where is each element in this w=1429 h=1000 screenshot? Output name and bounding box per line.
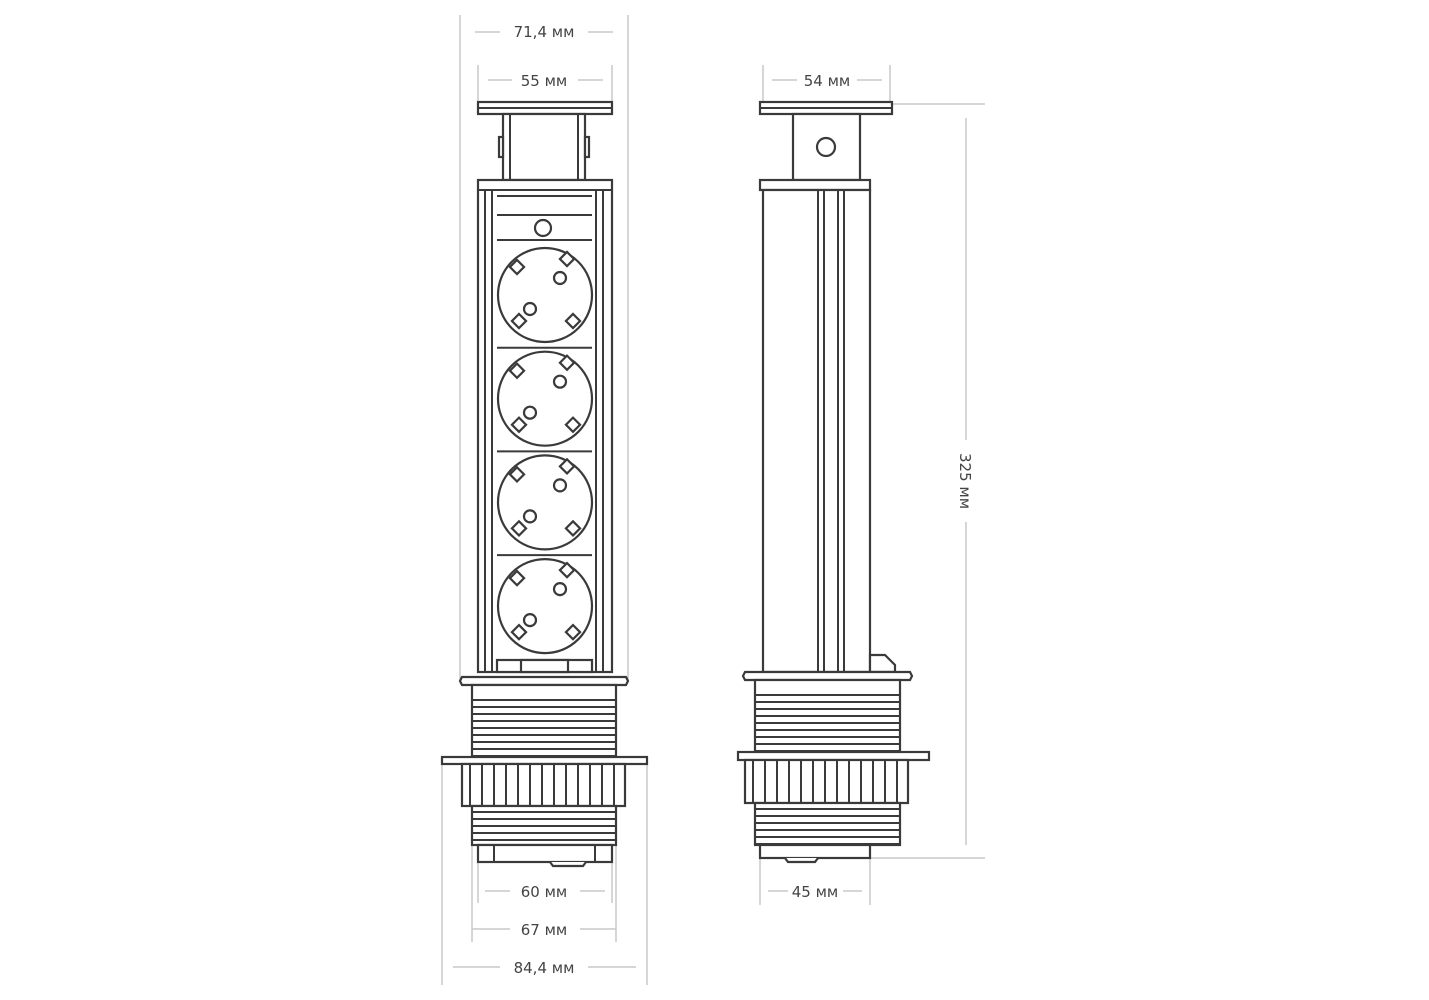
dimension-84-4: 84,4 мм	[441, 764, 648, 985]
upper-flange	[458, 675, 630, 687]
socket-group	[496, 246, 594, 655]
socket	[496, 346, 594, 447]
mounting-flange	[736, 750, 931, 762]
plug-latch	[868, 653, 897, 674]
dimension-label: 55 мм	[521, 72, 568, 90]
dimension-55: 55 мм	[477, 65, 613, 102]
socket	[496, 450, 594, 551]
upper-flange	[741, 670, 914, 682]
dimension-45: 45 мм	[759, 858, 871, 905]
socket-pin-hole	[552, 581, 568, 597]
dimension-71-4: 71,4 мм	[459, 15, 629, 680]
body	[761, 188, 872, 674]
ground-clip	[564, 519, 582, 538]
ground-clip	[510, 519, 528, 538]
fluted-ring	[743, 758, 910, 805]
ground-clip	[508, 569, 526, 587]
socket-outline	[496, 557, 594, 655]
socket	[496, 554, 594, 655]
side-view: 54 мм 45 мм 325 мм	[736, 65, 985, 905]
dimension-67: 67 мм	[471, 845, 617, 942]
ground-clip	[558, 354, 576, 372]
dimension-label: 60 мм	[521, 883, 568, 901]
socket-pin-hole	[522, 405, 538, 420]
dimension-325: 325 мм	[870, 103, 985, 859]
socket-pin-hole	[552, 374, 568, 389]
dimension-label: 325 мм	[956, 453, 974, 509]
socket-pin-hole	[522, 509, 538, 524]
flutes	[752, 760, 898, 803]
dimension-label: 71,4 мм	[514, 23, 575, 41]
indicator-light	[533, 218, 553, 238]
socket-pin-hole	[522, 612, 538, 628]
socket-pin-hole	[522, 301, 538, 317]
ground-clip	[558, 250, 576, 268]
ground-clip	[510, 312, 528, 330]
ground-clip	[508, 258, 526, 276]
front-view: 71,4 мм 55 мм 60 мм 67 мм 84,4 мм	[440, 15, 649, 985]
dimension-label: 45 мм	[792, 883, 839, 901]
dimension-label: 54 мм	[804, 72, 851, 90]
socket-outline	[496, 350, 594, 447]
ground-clip	[564, 312, 582, 330]
ground-clip	[508, 465, 526, 484]
ground-clip	[508, 362, 526, 380]
ground-clip	[558, 457, 576, 476]
dimension-54: 54 мм	[762, 65, 891, 102]
ground-clip	[510, 623, 528, 641]
socket-pin-hole	[552, 270, 568, 286]
ground-clip	[558, 561, 576, 579]
neck	[501, 112, 587, 182]
dimension-label: 84,4 мм	[514, 959, 575, 977]
fluted-ring	[460, 762, 627, 808]
socket-pin-hole	[552, 478, 568, 493]
socket-outline	[496, 246, 594, 344]
ground-clip	[510, 416, 528, 434]
flutes	[469, 764, 615, 806]
socket-outline	[496, 454, 594, 551]
indicator-light	[815, 136, 837, 158]
dimension-60: 60 мм	[477, 862, 613, 903]
ribs	[472, 811, 616, 841]
ground-clip	[564, 623, 582, 641]
dimension-label: 67 мм	[521, 921, 568, 939]
socket	[496, 246, 594, 344]
base	[758, 843, 872, 860]
ground-clip	[564, 416, 582, 434]
base	[476, 843, 614, 864]
